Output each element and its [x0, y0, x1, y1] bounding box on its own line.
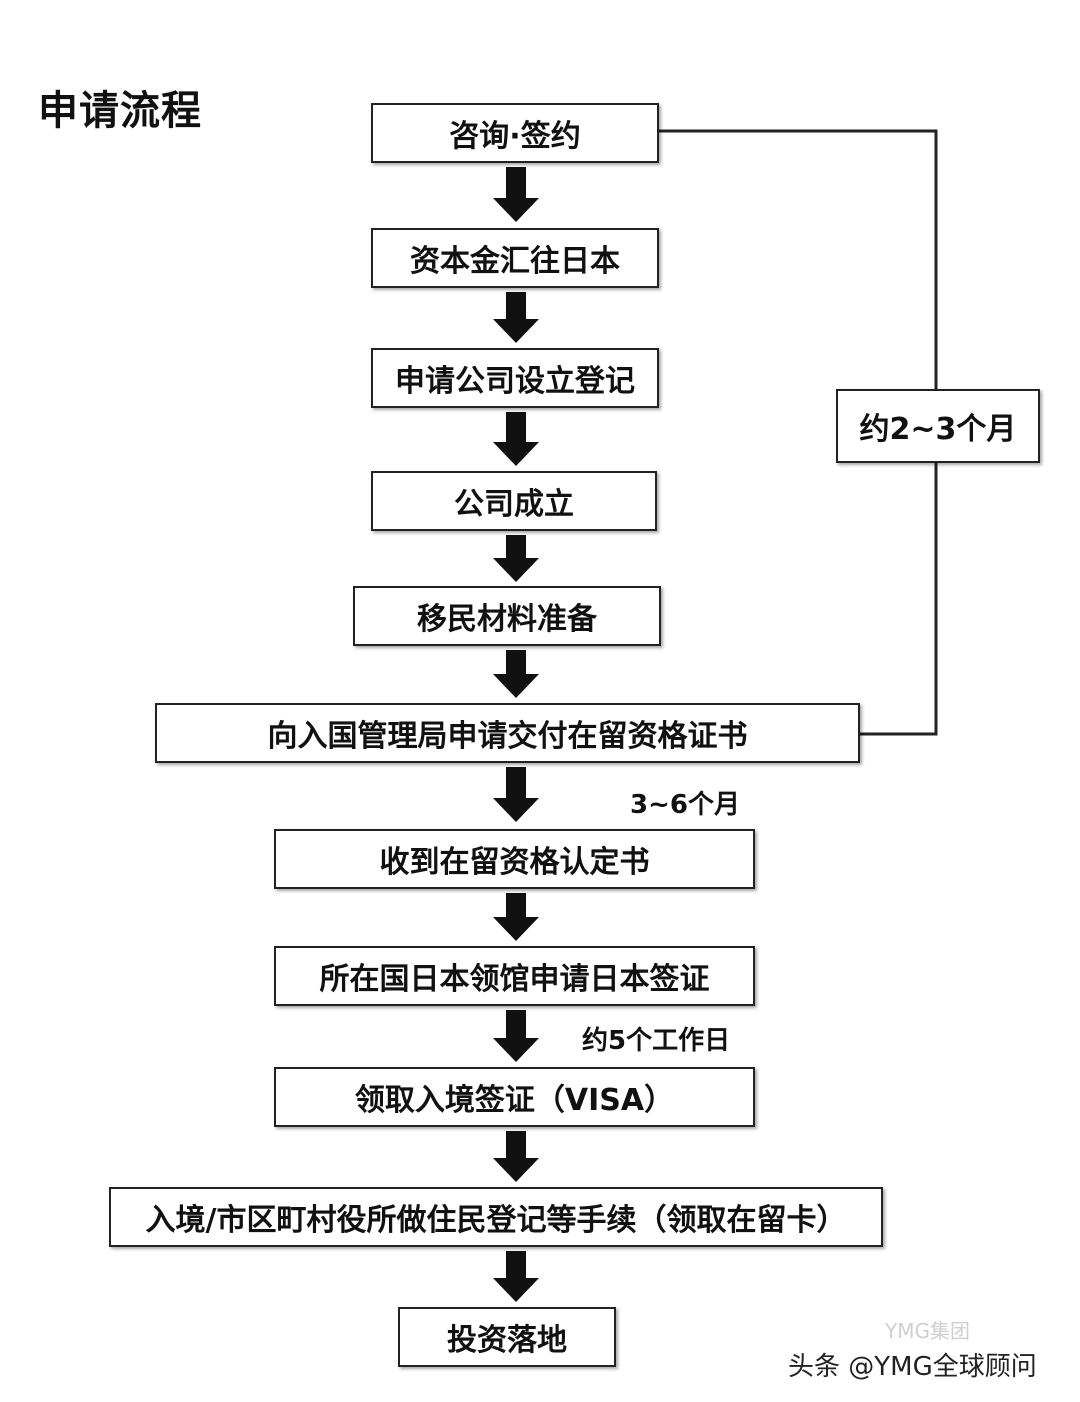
flow-arrow-7 [493, 893, 539, 941]
step-immigration-materials: 移民材料准备 [353, 586, 661, 646]
flow-arrow-3 [493, 412, 539, 466]
flow-arrow-8 [493, 1010, 539, 1062]
duration-bracket-top [658, 129, 938, 389]
flow-arrow-6 [493, 767, 539, 822]
watermark: 头条 @YMG全球顾问 [788, 1352, 1037, 1382]
step-consult-sign: 咨询·签约 [371, 103, 659, 163]
step-receive-visa: 领取入境签证（VISA） [274, 1067, 755, 1127]
step-company-registration: 申请公司设立登记 [371, 348, 659, 408]
duration-note-box: 约2~3个月 [836, 389, 1040, 463]
step-receive-certificate: 收到在留资格认定书 [274, 829, 755, 889]
step-apply-visa: 所在国日本领馆申请日本签证 [274, 946, 755, 1006]
step-capital-transfer: 资本金汇往日本 [371, 228, 659, 288]
step-investment-landing: 投资落地 [398, 1307, 616, 1367]
step-company-established: 公司成立 [371, 471, 657, 531]
flow-arrow-5 [493, 650, 539, 698]
flow-arrow-2 [493, 292, 539, 343]
flow-arrow-1 [493, 167, 539, 222]
duration-note-5-days: 约5个工作日 [582, 1026, 731, 1056]
step-apply-certificate: 向入国管理局申请交付在留资格证书 [155, 703, 860, 763]
step-entry-registration: 入境/市区町村役所做住民登记等手续（领取在留卡） [109, 1187, 883, 1247]
flow-arrow-4 [493, 535, 539, 582]
flow-arrow-9 [493, 1131, 539, 1182]
duration-note-3-6-months: 3~6个月 [630, 790, 740, 820]
flow-arrow-10 [493, 1251, 539, 1302]
duration-bracket-bottom [860, 463, 938, 736]
watermark-faint: YMG集团 [885, 1319, 970, 1343]
page-title: 申请流程 [38, 88, 202, 134]
